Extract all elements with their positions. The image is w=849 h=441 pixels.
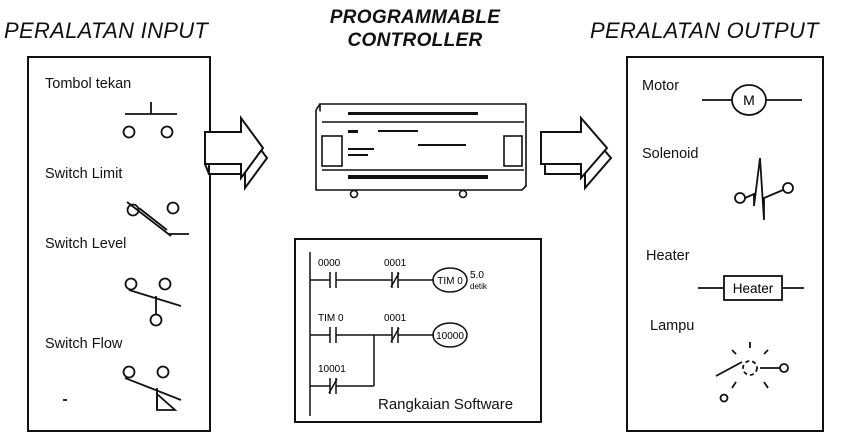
rung2-contact-a-label: TIM 0 [318, 313, 344, 324]
rung2-coil-label: 10000 [436, 331, 464, 342]
plc-terminals [348, 112, 488, 179]
arrow-right-icon [540, 115, 613, 191]
heater-symbol-text: Heater [733, 281, 774, 296]
rung1-coil-label: TIM 0 [437, 276, 463, 287]
output-label-motor: Motor [642, 78, 680, 94]
controller-title-line1: PROGRAMMABLE [329, 7, 501, 28]
input-label-push-button: Tombol tekan [45, 76, 132, 92]
rung1-contact-b-label: 0001 [384, 258, 407, 269]
heater-symbol [698, 275, 804, 301]
rung1-contact-a-label: 0000 [318, 258, 341, 269]
output-title: PERALATAN OUTPUT [590, 18, 819, 43]
output-panel: Motor Solenoid Heater Lampu [626, 56, 824, 432]
rung1-preset-unit: detik [470, 282, 488, 291]
output-symbols: M Heater [698, 84, 804, 403]
input-label-flow-switch: Switch Flow [45, 336, 123, 352]
ladder-diagram: 0000 0001 TIM 0 5.0 detik TIM 0 0001 100… [309, 252, 488, 416]
output-label-lamp: Lampu [650, 318, 695, 334]
plc-unit-image [315, 103, 527, 199]
motor-symbol [702, 84, 802, 116]
controller-title: PROGRAMMABLE CONTROLLER [300, 6, 530, 52]
rung1-preset-value: 5.0 [470, 270, 484, 281]
flow-switch-symbol [63, 365, 182, 411]
ladder-caption: Rangkaian Software [378, 396, 514, 413]
input-title: PERALATAN INPUT [4, 18, 209, 43]
limit-switch-symbol [126, 201, 189, 237]
input-label-limit-switch: Switch Limit [45, 166, 123, 182]
input-label-level-switch: Switch Level [45, 236, 127, 252]
level-switch-symbol [124, 277, 182, 327]
input-panel: Tombol tekan Switch Limit Switch Level S… [27, 56, 211, 432]
arrow-right-icon [204, 114, 269, 192]
output-label-heater: Heater [646, 248, 690, 264]
output-label-solenoid: Solenoid [642, 146, 699, 162]
rung2-branch-label: 10001 [318, 364, 346, 375]
controller-title-line2: CONTROLLER [347, 30, 483, 51]
push-button-symbol [122, 102, 177, 139]
input-symbols [63, 102, 189, 411]
rung2-contact-b-label: 0001 [384, 313, 407, 324]
motor-symbol-letter: M [743, 92, 755, 108]
ladder-panel: 0000 0001 TIM 0 5.0 detik TIM 0 0001 100… [294, 238, 542, 423]
solenoid-symbol [734, 157, 794, 221]
lamp-symbol [715, 342, 789, 403]
